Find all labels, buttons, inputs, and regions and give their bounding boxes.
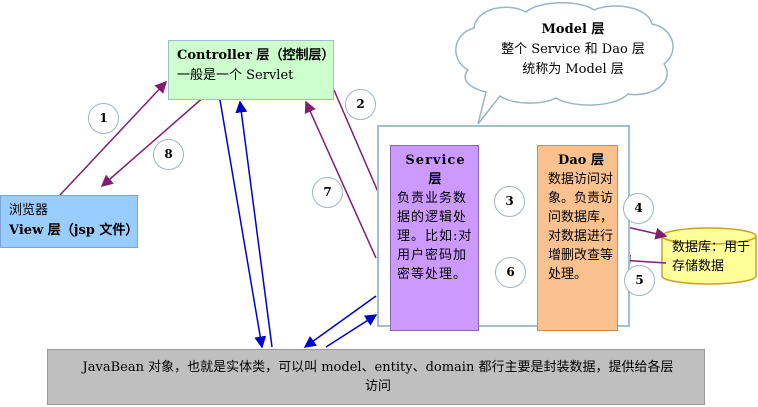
model-callout-text: Model 层 整个 Service 和 Dao 层 统称为 Model 层 [478,20,668,80]
javabean-line2: 访问 [364,379,391,394]
model-line1: 整个 Service 和 Dao 层 [501,42,645,57]
arrow-javabean-to-controller [235,100,273,348]
service-title: Service 层 [405,153,466,187]
step-7-marker: 7 [312,177,343,208]
view-line1: 浏览器 [9,203,49,218]
arrow-controller-to-javabean [219,99,267,349]
arrow-javabean-to-model [325,314,378,348]
step-1-marker: 1 [88,103,119,134]
step-5-marker: 5 [624,265,655,296]
model-title: Model 层 [541,22,605,37]
step-3-marker: 3 [494,186,525,217]
dao-title: Dao 层 [558,153,604,168]
controller-desc: 一般是一个 Servlet [177,68,294,83]
view-line2: View 层（jsp 文件） [9,223,139,238]
controller-title: Controller 层（控制层） [177,48,335,63]
step-8-marker: 8 [153,139,184,170]
arrow-8 [100,95,206,187]
controller-box: Controller 层（控制层） 一般是一个 Servlet [168,40,335,100]
arrow-7 [304,100,377,259]
view-box: 浏览器 View 层（jsp 文件） [0,195,138,248]
service-desc: 负责业务数据的逻辑处理。比如:对用户密码加密等处理。 [397,191,473,282]
step-2-marker: 2 [345,89,376,120]
service-box: Service 层 负责业务数据的逻辑处理。比如:对用户密码加密等处理。 [390,145,479,331]
model-cloud [455,2,674,125]
step-6-marker: 6 [495,257,526,288]
database-label: 数据库：用于存储数据 [672,240,751,274]
database-cylinder [661,227,757,285]
arrow-model-to-javabean [303,295,377,348]
javabean-line1: JavaBean 对象，也就是实体类，可以叫 model、entity、doma… [82,360,674,375]
step-4-marker: 4 [623,193,654,224]
javabean-box: JavaBean 对象，也就是实体类，可以叫 model、entity、doma… [47,349,705,405]
dao-desc: 数据访问对象。负责访问数据库，对数据进行增删改查等处理。 [548,172,614,282]
model-line2: 统称为 Model 层 [522,62,624,77]
arrow-1 [59,80,168,196]
dao-box: Dao 层 数据访问对象。负责访问数据库，对数据进行增删改查等处理。 [537,145,618,331]
